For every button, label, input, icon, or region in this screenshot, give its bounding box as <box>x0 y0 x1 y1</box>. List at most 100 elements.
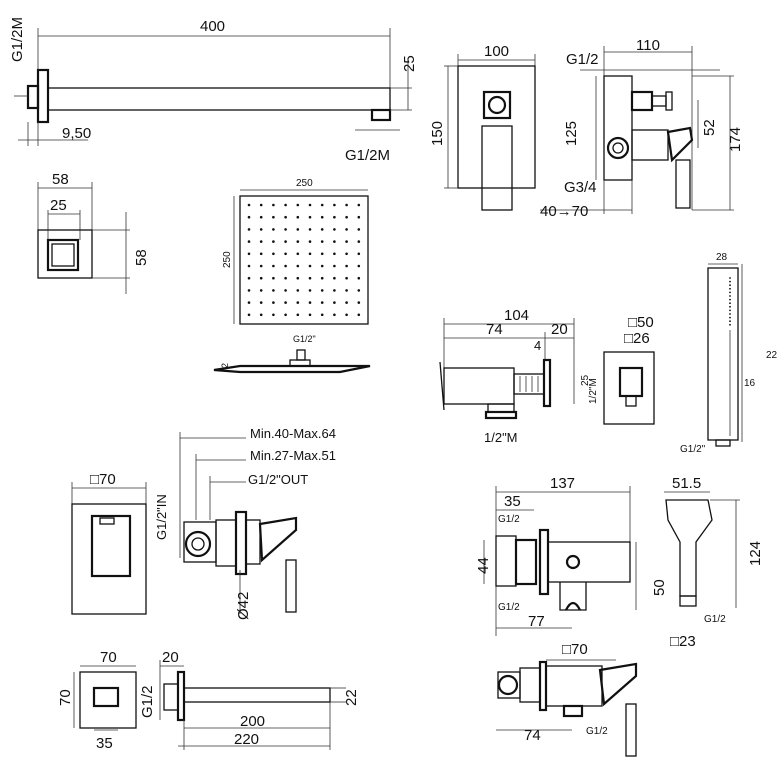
bidet-d3-label: 74 <box>524 727 541 744</box>
spout-thread-label: G1/2 <box>139 685 156 718</box>
nozzle-dot <box>308 301 312 304</box>
shower-head-drawing: 250 250 G1/2" 2 <box>213 178 371 374</box>
valve-range-label: 40→70 <box>540 203 588 220</box>
nozzle-dot <box>333 240 336 243</box>
nozzle-dot <box>272 240 275 243</box>
nozzle-dot <box>247 252 251 256</box>
nozzle-dot <box>320 252 324 256</box>
spout-plate-label: 70 <box>100 649 117 666</box>
nozzle-dot <box>320 228 324 231</box>
nozzle-dot <box>357 215 361 219</box>
spray-hole <box>729 302 731 305</box>
valve-thread-top-label: G1/2 <box>566 51 599 68</box>
nozzle-dot <box>272 252 275 256</box>
nozzle-dot <box>320 203 324 207</box>
nozzle-dot <box>296 252 300 256</box>
spout-tip-label: 22 <box>343 689 360 706</box>
bidet-plate-label: □70 <box>562 641 588 658</box>
nozzle-dot <box>308 276 312 280</box>
nozzle-dot <box>259 264 263 268</box>
elbow-thread-v-label: 1/2"M <box>588 378 599 404</box>
nozzle-dot <box>296 228 300 231</box>
bidet-d1-label: 35 <box>504 493 521 510</box>
nozzle-dot <box>345 264 348 268</box>
spray-hole <box>729 280 731 283</box>
nozzle-dot <box>345 289 348 292</box>
spray-width-label: 51.5 <box>672 475 701 492</box>
head-thick-label: 2 <box>220 363 230 368</box>
bidet-thread2-label: G1/2 <box>498 602 520 613</box>
spray-hole <box>729 298 731 301</box>
nozzle-dot <box>333 228 336 231</box>
nozzle-dot <box>296 313 300 317</box>
spray-hole <box>729 284 731 287</box>
nozzle-dot <box>308 252 312 256</box>
nozzle-dot <box>345 276 348 280</box>
nozzle-dot <box>333 252 336 256</box>
elbow-part2-label: 20 <box>551 321 568 338</box>
nozzle-dot <box>320 301 324 304</box>
spray-hole <box>729 295 731 297</box>
nozzle-dot <box>333 313 336 317</box>
bidet-spray-drawing: 51.5 124 G1/2 □23 <box>664 475 764 650</box>
nozzle-dot <box>345 252 348 256</box>
mixer-range1-label: Min.40-Max.64 <box>250 426 336 441</box>
elbow-height-label: 25 <box>580 374 591 386</box>
elbow-nut-label: 4 <box>534 338 541 353</box>
valve-height-label: 150 <box>429 121 446 146</box>
nozzle-dot <box>284 301 287 304</box>
nozzle-dot <box>320 264 324 268</box>
spray-height-label: 124 <box>747 541 764 566</box>
spray-holes <box>729 277 731 326</box>
spray-hole <box>729 316 731 319</box>
nozzle-dot <box>272 264 275 268</box>
mixer-diameter-label: Ø42 <box>235 592 252 620</box>
nozzle-dot <box>247 203 251 207</box>
nozzle-dot <box>308 215 312 219</box>
head-width-label: 250 <box>296 178 313 189</box>
nozzle-dot <box>247 276 251 280</box>
nozzle-dot <box>308 313 312 317</box>
nozzle-dot <box>333 301 336 304</box>
nozzle-dot <box>259 313 263 317</box>
shower-arm-drawing: 400 25 G1/2M 9,50 G1/2M <box>9 17 418 164</box>
nozzle-dot <box>284 276 287 280</box>
spray-hole <box>729 277 731 279</box>
head-height-label: 250 <box>222 251 233 268</box>
hand-shower-width-label: 28 <box>716 252 728 263</box>
valve-h3-label: 174 <box>727 127 744 152</box>
spray-hole <box>729 291 731 294</box>
nozzle-dot <box>296 276 300 280</box>
spout-len1-label: 200 <box>240 713 265 730</box>
hand-shower-total-label: 22 <box>766 350 778 361</box>
bidet-height-label: 44 <box>475 557 492 574</box>
nozzle-dot <box>357 252 361 256</box>
nozzle-dot <box>320 215 324 219</box>
spout-len2-label: 220 <box>234 731 259 748</box>
nozzle-dot <box>284 215 287 219</box>
nozzle-dot <box>345 240 348 243</box>
arm-length-label: 400 <box>200 18 225 35</box>
arm-depth-label: 9,50 <box>62 125 91 142</box>
spout-wall-label: 20 <box>162 649 179 666</box>
nozzle-dot <box>284 289 287 292</box>
mixer-inlet-label: G1/2"IN <box>154 494 169 540</box>
wall-elbow-drawing: 104 74 20 4 1/2"M 25 1/2"M □50 □26 <box>439 307 655 445</box>
arm-thread-v-label: G1/2M <box>9 17 26 62</box>
mixer-outlet-label: G1/2"OUT <box>248 472 308 487</box>
nozzle-dot <box>259 276 263 280</box>
spray-hole <box>729 305 731 308</box>
mixer-plate-label: □70 <box>90 471 116 488</box>
nozzle-dot <box>333 264 336 268</box>
hand-shower-handle-label: 16 <box>744 378 756 389</box>
nozzle-dot <box>247 289 251 292</box>
nozzle-dot <box>345 203 348 207</box>
nozzle-dot <box>272 301 275 304</box>
arm-height-label: 25 <box>401 55 418 72</box>
bidet-thread1-label: G1/2 <box>498 514 520 525</box>
nozzle-grid <box>247 203 361 317</box>
spout-base-label: 35 <box>96 735 113 752</box>
flange-height-label: 58 <box>133 249 150 266</box>
nozzle-dot <box>296 215 300 219</box>
nozzle-dot <box>259 289 263 292</box>
